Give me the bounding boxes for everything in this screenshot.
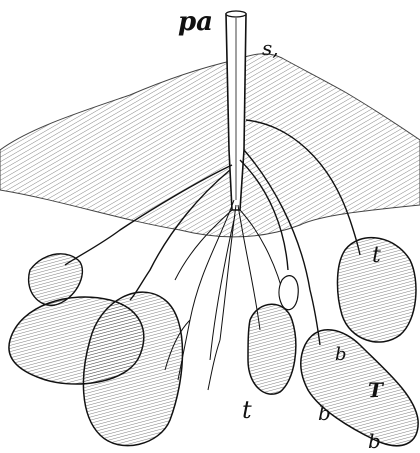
label-bud-lower: b — [318, 401, 331, 425]
label-tuber-group: T — [368, 378, 385, 402]
tuber-middle — [248, 304, 296, 394]
label-bud-upper: b — [335, 344, 347, 365]
label-soil-surface: s, — [262, 36, 279, 60]
tuber-small-middle — [279, 276, 298, 310]
label-stem: pa — [178, 7, 213, 37]
label-tuber-bottom-middle: t — [242, 396, 252, 424]
soil-mound — [0, 54, 420, 237]
label-tuber-right-top: t — [372, 243, 381, 268]
tuber-right-bottom — [301, 330, 418, 446]
label-bud-bottom: b — [368, 429, 381, 453]
